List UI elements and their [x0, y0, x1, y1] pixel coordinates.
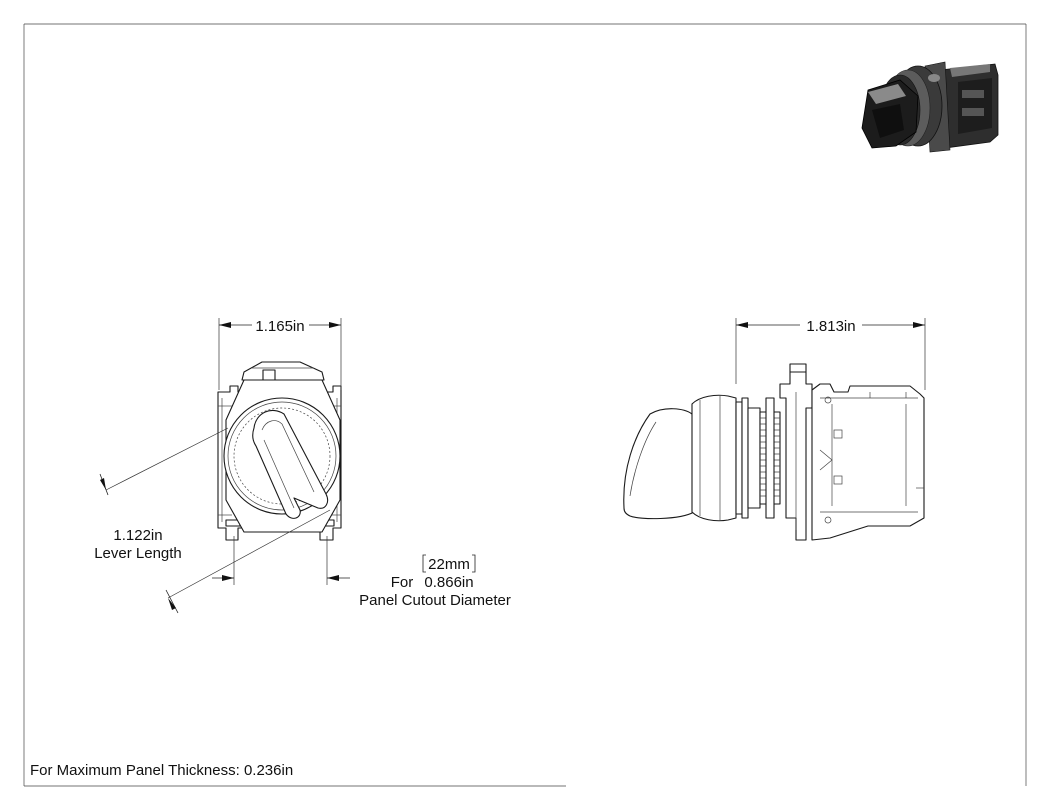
cutout-imperial-value: 0.866in	[424, 574, 473, 591]
front-view: 1.165in 1.122in Lever Length 22mm For 0.…	[94, 318, 511, 614]
side-view: 1.813in	[623, 318, 926, 541]
drawing-frame	[23, 23, 1027, 787]
front-width-dimension: 1.165in	[255, 318, 304, 335]
cutout-metric-value: 22mm	[428, 556, 470, 573]
isometric-view	[861, 61, 999, 153]
side-length-dimension: 1.813in	[806, 318, 855, 335]
panel-thickness-note: For Maximum Panel Thickness: 0.236in	[30, 762, 293, 779]
lever-length-caption: Lever Length	[94, 545, 182, 562]
cutout-caption: Panel Cutout Diameter	[359, 592, 511, 609]
lever-length-value: 1.122in	[113, 527, 162, 544]
cutout-for-label: For	[391, 574, 414, 591]
